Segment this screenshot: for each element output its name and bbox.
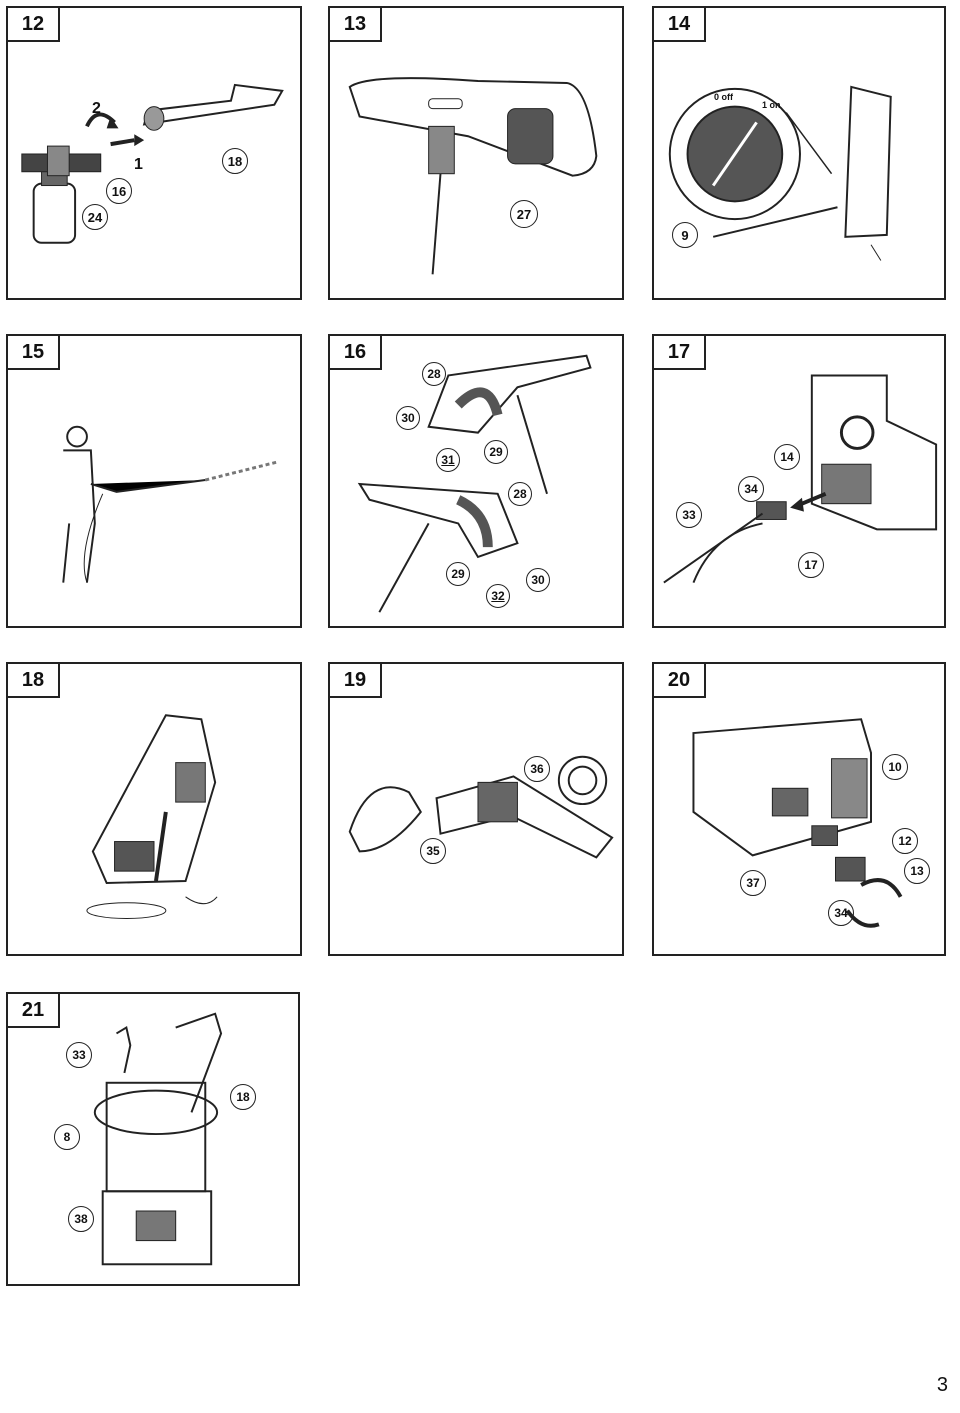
figure-number: 19 [328, 662, 382, 698]
figure-17-illustration [663, 374, 938, 584]
figure-19: 19 36 35 [328, 662, 624, 956]
figure-20-illustration [692, 718, 903, 928]
figure-18-illustration [86, 714, 218, 919]
figure-number: 14 [652, 6, 706, 42]
dial-label-on: 1 on [762, 100, 781, 110]
callout-28-bottom: 28 [508, 482, 532, 506]
figure-number: 20 [652, 662, 706, 698]
callout-33: 33 [676, 502, 702, 528]
callout-27: 27 [510, 200, 538, 228]
callout-10: 10 [882, 754, 908, 780]
figure-20: 20 10 12 13 37 34 [652, 662, 946, 956]
callout-30-top: 30 [396, 406, 420, 430]
figure-12-illustration [21, 83, 284, 244]
callout-12: 12 [892, 828, 918, 854]
callout-31: 31 [436, 448, 460, 472]
callout-34: 34 [828, 900, 854, 926]
figure-number: 16 [328, 334, 382, 370]
figure-16-illustration [357, 354, 592, 613]
figure-16: 16 28 30 29 31 28 29 32 30 [328, 334, 624, 628]
callout-18: 18 [230, 1084, 256, 1110]
figure-18: 18 [6, 662, 302, 956]
figure-17: 17 14 34 33 17 [652, 334, 946, 628]
step-1-label: 1 [134, 156, 143, 173]
figure-14: 14 0 off 1 on 9 [652, 6, 946, 300]
callout-32: 32 [486, 584, 510, 608]
figure-19-illustration [348, 755, 614, 859]
callout-9: 9 [672, 222, 698, 248]
figure-number: 12 [6, 6, 60, 42]
figure-number: 18 [6, 662, 60, 698]
callout-34: 34 [738, 476, 764, 502]
callout-28-top: 28 [422, 362, 446, 386]
callout-37: 37 [740, 870, 766, 896]
callout-35: 35 [420, 838, 446, 864]
figure-number: 15 [6, 334, 60, 370]
page-number: 3 [936, 1374, 948, 1396]
figure-13-illustration [348, 77, 598, 275]
callout-33: 33 [66, 1042, 92, 1068]
figure-12: 12 1 2 18 16 24 [6, 6, 302, 300]
callout-17: 17 [798, 552, 824, 578]
callout-8: 8 [54, 1124, 80, 1150]
callout-14: 14 [774, 444, 800, 470]
callout-16: 16 [106, 178, 132, 204]
callout-24: 24 [82, 204, 108, 230]
callout-29-bottom: 29 [446, 562, 470, 586]
callout-29-top: 29 [484, 440, 508, 464]
callout-36: 36 [524, 756, 550, 782]
step-2-label: 2 [92, 100, 101, 117]
dial-label-off: 0 off [714, 92, 733, 102]
figure-15-illustration [62, 425, 277, 583]
figure-21-illustration [93, 1012, 223, 1266]
callout-13: 13 [904, 858, 930, 884]
callout-30-bottom: 30 [526, 568, 550, 592]
figure-number: 21 [6, 992, 60, 1028]
figure-21: 21 33 18 8 38 [6, 992, 300, 1286]
callout-38: 38 [68, 1206, 94, 1232]
figure-number: 13 [328, 6, 382, 42]
callout-18: 18 [222, 148, 248, 174]
figure-number: 17 [652, 334, 706, 370]
figure-15: 15 [6, 334, 302, 628]
figure-14-illustration [668, 85, 892, 261]
figure-13: 13 27 [328, 6, 624, 300]
